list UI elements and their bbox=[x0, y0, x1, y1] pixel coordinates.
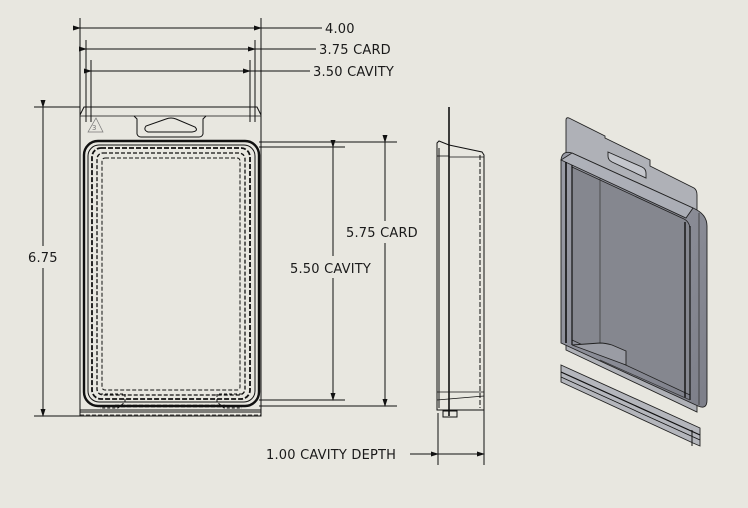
width-dimensions bbox=[73, 25, 322, 74]
isometric-view bbox=[560, 117, 708, 447]
hang-hole bbox=[144, 117, 197, 133]
depth-dimension bbox=[410, 410, 485, 465]
card-cavity-height-dimensions bbox=[259, 135, 397, 407]
recycle-icon: 3 bbox=[87, 117, 104, 133]
dim-cavity-height: 5.50 CAVITY bbox=[290, 262, 371, 277]
dim-cavity-depth: 1.00 CAVITY DEPTH bbox=[266, 448, 396, 463]
svg-text:3: 3 bbox=[92, 124, 96, 132]
side-view bbox=[436, 107, 485, 418]
dim-overall-height: 6.75 bbox=[28, 251, 58, 266]
front-view: 3 bbox=[79, 18, 262, 417]
dim-cavity-width: 3.50 CAVITY bbox=[313, 65, 394, 80]
height-dimension bbox=[34, 100, 80, 417]
dim-card-height: 5.75 CARD bbox=[346, 226, 418, 241]
dim-overall-width: 4.00 bbox=[325, 22, 355, 37]
dim-card-width: 3.75 CARD bbox=[319, 43, 391, 58]
